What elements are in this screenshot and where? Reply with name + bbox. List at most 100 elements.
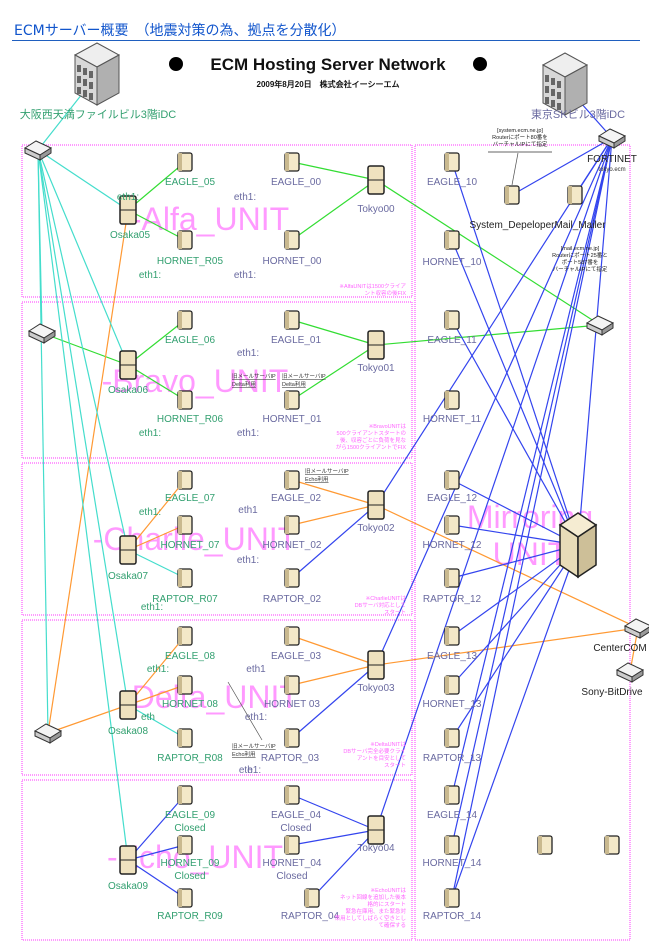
building-right bbox=[564, 64, 588, 116]
note-delta: アントを目安として bbox=[357, 754, 406, 762]
hornet-10-server-icon bbox=[444, 230, 460, 250]
node-status: Closed bbox=[276, 871, 307, 882]
raptor-02-server-icon bbox=[284, 568, 300, 588]
server-side bbox=[285, 311, 289, 329]
link-orange bbox=[291, 479, 377, 506]
note-oldmail_echo_a: Echo利用 bbox=[305, 475, 329, 483]
eth-label: eth1: bbox=[139, 428, 161, 439]
spare-server-icon bbox=[604, 835, 620, 855]
building-window bbox=[545, 97, 549, 104]
bullet-icon bbox=[169, 57, 183, 71]
server-side bbox=[285, 516, 289, 534]
router-side bbox=[639, 626, 649, 639]
node-label: HORNET_10 bbox=[423, 257, 482, 268]
note-oldmail_delta_a: 旧メールサーバIP bbox=[282, 373, 326, 380]
tokyo01-rack-icon bbox=[367, 330, 385, 360]
link-orange bbox=[291, 664, 377, 686]
node-status: Closed bbox=[280, 823, 311, 834]
eagle-05-server-icon bbox=[177, 152, 193, 172]
link-cyan bbox=[37, 149, 129, 551]
unit-frame bbox=[21, 619, 413, 776]
eth-label: eth1 bbox=[246, 664, 266, 675]
eth-label: eth1: bbox=[234, 192, 256, 203]
link-blue bbox=[291, 829, 377, 846]
link-blue bbox=[451, 544, 579, 899]
unit-frame bbox=[21, 144, 413, 298]
server-side bbox=[178, 676, 182, 694]
server-side bbox=[568, 186, 572, 204]
hornet-11-server-icon bbox=[444, 390, 460, 410]
osaka-router-icon bbox=[27, 323, 57, 344]
eagle-11-server-icon bbox=[444, 310, 460, 330]
note-system: Routerにポート80番を bbox=[492, 134, 548, 141]
building-window bbox=[551, 100, 555, 107]
link-green bbox=[41, 332, 129, 366]
node-label: Tokyo03 bbox=[357, 683, 395, 694]
node-label: EAGLE_04 bbox=[271, 810, 321, 821]
link-blue bbox=[451, 137, 613, 796]
node-status: Closed bbox=[174, 823, 205, 834]
raptor-r09-server-icon bbox=[177, 888, 193, 908]
node-label: Tokyo02 bbox=[357, 523, 395, 534]
note-system: バーチャルIPにて指定 bbox=[493, 140, 548, 148]
eagle-03-server-icon bbox=[284, 626, 300, 646]
router-side bbox=[631, 669, 644, 683]
site-label-tokyo: 東京SKビル3階iDC bbox=[531, 107, 625, 121]
node-label: HORNET_11 bbox=[423, 414, 482, 425]
node-label: EAGLE_08 bbox=[165, 651, 215, 662]
link-blue bbox=[511, 137, 613, 196]
note-system: [system.ecm.ne.jp] bbox=[497, 128, 543, 134]
diagram-subtitle: 2009年8月20日 株式会社イーシーエム bbox=[257, 79, 400, 89]
raptor-14-server-icon bbox=[444, 888, 460, 908]
node-label: HORNET_13 bbox=[423, 699, 482, 710]
building-window bbox=[83, 90, 87, 97]
note-delta: スタート bbox=[384, 761, 406, 769]
node-label: HORNET_R06 bbox=[157, 414, 224, 425]
node-label: EAGLE_10 bbox=[427, 177, 477, 188]
osaka-router-icon bbox=[23, 140, 53, 161]
server-side bbox=[285, 153, 289, 171]
hornet-12-server-icon bbox=[444, 515, 460, 535]
link-blue bbox=[451, 137, 613, 899]
note-echo: 格的にスタート bbox=[367, 900, 406, 908]
spare-server-icon bbox=[537, 835, 553, 855]
tokyo-router-icon bbox=[585, 315, 615, 336]
server-side bbox=[285, 471, 289, 489]
server-side bbox=[285, 627, 289, 645]
eth-label: e bbox=[247, 765, 253, 776]
hornet-00-server-icon bbox=[284, 230, 300, 250]
link-blue bbox=[451, 524, 579, 546]
mirror-side bbox=[577, 523, 597, 579]
eagle-14-server-icon bbox=[444, 785, 460, 805]
centercom-router-icon bbox=[623, 618, 649, 639]
link-orange bbox=[291, 635, 377, 666]
link-blue bbox=[577, 137, 613, 546]
server-side bbox=[178, 153, 182, 171]
eth-label: eth1: bbox=[234, 270, 256, 281]
link-orange bbox=[375, 627, 639, 666]
server-side bbox=[178, 786, 182, 804]
link-orange bbox=[127, 479, 186, 551]
server-side bbox=[445, 569, 449, 587]
node-label: RAPTOR_R09 bbox=[157, 911, 223, 922]
node-label: Osaka09 bbox=[108, 881, 148, 892]
link-green bbox=[375, 179, 601, 326]
node-label: HORNET_02 bbox=[263, 540, 322, 551]
note-pointer bbox=[511, 152, 519, 186]
tokyo04-rack-icon bbox=[367, 815, 385, 845]
link-blue bbox=[291, 794, 377, 831]
server-side bbox=[445, 153, 449, 171]
server-side bbox=[445, 516, 449, 534]
link-blue bbox=[451, 239, 579, 546]
node-label: Osaka06 bbox=[108, 385, 148, 396]
eagle-06-server-icon bbox=[177, 310, 193, 330]
osaka05-rack-icon bbox=[119, 195, 137, 225]
link-blue bbox=[451, 137, 613, 846]
server-side bbox=[605, 836, 609, 854]
header-divider bbox=[12, 40, 640, 41]
note-oldmail_delta_b: Delta利用 bbox=[232, 380, 256, 388]
unit-label: -Alfa_UNIT bbox=[131, 201, 289, 237]
note-mail: バーチャルIPにて指定 bbox=[553, 265, 608, 273]
server-side bbox=[445, 311, 449, 329]
